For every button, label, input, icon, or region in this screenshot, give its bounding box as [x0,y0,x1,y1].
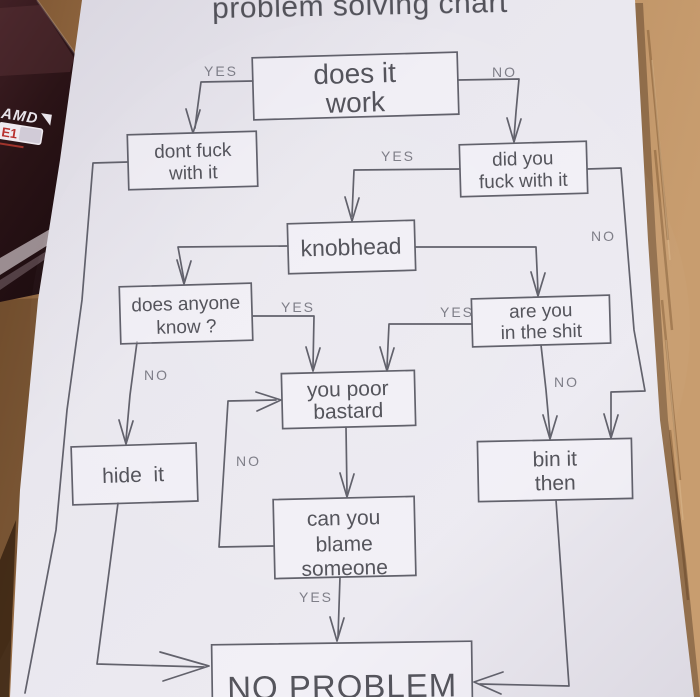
amd-box-top-face [0,5,74,76]
node-text-line: bin it [532,448,577,472]
node-knobhead: knobhead [286,219,417,275]
arrowhead-are-you [530,271,546,297]
edge-label-yes: YES [204,63,238,79]
edge-yes-to-knobhead [351,168,461,217]
arrowhead-no-problem-top [329,616,345,642]
node-text-line: knobhead [300,233,402,262]
amd-box-reflection-streak [0,228,56,275]
amd-processor-box: AMD E1 [0,0,80,302]
edge-yes-blame-to-no-problem [337,576,341,638]
amd-arrow-icon [41,113,52,126]
edge-hide-it-to-no-problem [96,502,205,668]
node-box [126,130,259,191]
node-text-line: bastard [313,399,384,424]
node-box [476,437,634,503]
node-box [470,294,612,348]
node-dont-fuck-with-it: dont fuck with it [126,130,259,191]
edge-yes-to-dont-fuck [194,80,254,129]
flowchart: problem solving chart [24,0,646,697]
arrowhead-bin-it-right [603,413,619,439]
arrowhead-dont-fuck [185,108,201,134]
edge-label-yes: YES [281,299,315,315]
amd-brand-text: AMD [0,105,40,128]
node-box [118,282,254,345]
node-box [70,442,199,506]
node-box [251,51,460,121]
edge-knobhead-to-does-anyone [177,245,289,281]
arrowhead-knobhead [344,196,360,222]
node-text-line: can you [307,506,381,531]
edge-knobhead-to-are-you [414,246,539,293]
arrowhead-blame [339,472,355,498]
arrowhead-you-poor-left [305,346,321,372]
desk-shadow-bottom-left [0,520,16,697]
arrowhead-no-problem-left [159,651,210,682]
node-are-you-in-the-shit: are you in the shit [470,294,612,348]
edge-no-to-did-you-fuck [457,78,520,139]
arrowhead-does-anyone [176,259,192,285]
node-text-line: blame [315,532,373,556]
edge-label-no: NO [144,367,169,383]
node-text-line: does anyone [131,292,240,316]
edge-no-to-bin-it-right [586,167,646,435]
node-text-line: NO PROBLEM [227,666,458,697]
edge-no-to-bin-it-left [540,344,551,436]
node-box [286,219,417,275]
node-text-line: in the shit [500,321,583,344]
edge-label-yes: YES [299,589,333,605]
edge-label-no: NO [591,228,616,244]
edge-label-no: NO [492,64,517,80]
edge-label-no: NO [236,453,261,469]
edge-label-no: NO [554,374,579,390]
node-text-line: fuck with it [479,170,569,193]
node-bin-it-then: bin it then [476,437,634,503]
arrowhead-no-problem-right [473,671,504,695]
arrowhead-did-you-fuck [506,117,522,143]
edge-dont-fuck-to-no-problem-bypass [24,161,129,694]
node-box [210,640,474,697]
arrowhead-bin-it-left [542,414,558,440]
node-can-you-blame-someone: can you blame someone [272,495,417,581]
node-text-line: then [535,472,576,496]
node-does-it-work: does it work [251,51,460,121]
node-text-line: someone [301,556,388,581]
edge-label-yes: YES [440,304,474,320]
arrowhead-loop-you-poor [255,391,282,412]
amd-logo: AMD E1 [0,105,52,149]
node-text-line: with it [168,162,219,184]
edge-label-yes: YES [381,148,415,164]
edge-bin-it-to-no-problem [479,499,570,687]
node-text-line: work [324,86,386,119]
node-text-line: does it [313,57,397,90]
node-text-line: are you [509,300,573,323]
amd-box-edge-highlight [36,0,77,56]
e1-badge-gloss [18,126,42,144]
arrowhead-hide-it [118,419,134,445]
node-text-line: you poor [307,377,389,402]
node-does-anyone-know: does anyone know ? [118,282,254,345]
amd-box-reflection-streak-2 [0,252,47,290]
node-box [280,369,417,430]
node-did-you-fuck-with-it: did you fuck with it [458,140,589,198]
node-hide-it: hide it [70,442,199,506]
node-text-line: did you [492,148,554,171]
node-box [272,495,417,580]
node-text-line: hide it [102,463,165,488]
node-text-line: know ? [156,316,217,339]
edge-yes-to-you-poor-left [252,315,315,368]
badge-fine-print [0,142,24,149]
node-text-line: dont fuck [154,140,232,163]
edge-no-loop-blame-to-you-poor [218,399,277,548]
arrowhead-you-poor-right [379,346,395,372]
node-you-poor-bastard: you poor bastard [280,369,417,430]
node-no-problem: NO PROBLEM [210,640,474,697]
e1-chip-text: E1 [0,124,18,141]
node-box [458,140,589,198]
edge-yes-to-you-poor-right [386,323,473,368]
edge-no-to-hide-it [125,341,138,441]
edge-you-poor-to-blame [345,426,348,494]
